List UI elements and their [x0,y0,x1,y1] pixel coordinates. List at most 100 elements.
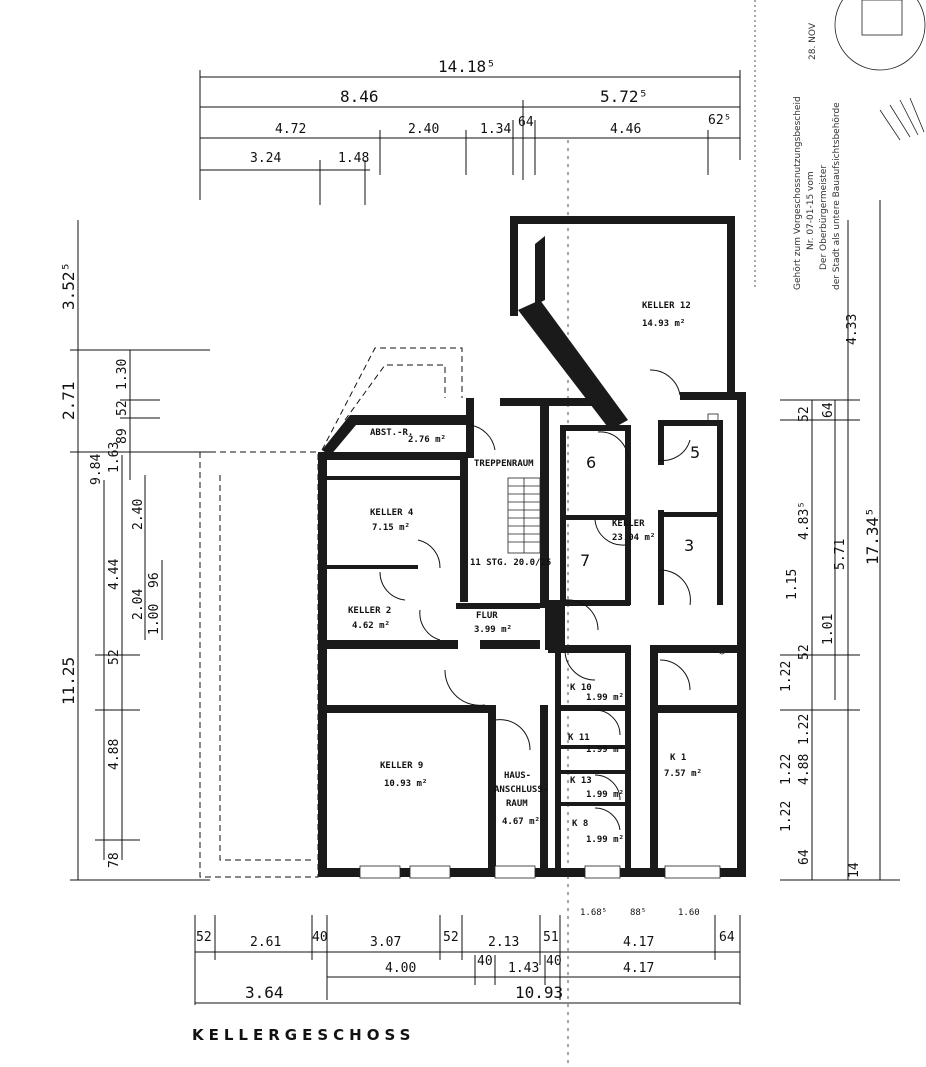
room-flur-area: 3.99 m² [474,625,512,635]
stamp-line-1: Gehört zum Vorgeschossnutzungsbescheid [793,96,803,290]
dim-17-34: 17.34⁵ [863,507,882,565]
dim-1-22d: 1.22 [779,801,794,832]
dim-8-46: 8.46 [340,87,379,106]
dim-4-88: 4.88 [107,739,122,770]
dim-b40c: 40 [546,954,562,969]
room-k11-area: 1.99 m² [586,745,624,755]
dim-89: 89 [115,428,130,444]
dim-14: 14 [847,862,862,878]
dim-3-64: 3.64 [245,983,284,1002]
dim-total-width: 14.18⁵ [438,57,496,76]
plan-title: KELLERGESCHOSS [192,1026,415,1044]
dim-5-72: 5.72⁵ [600,87,648,106]
dim-5-71: 5.71 [833,539,848,570]
stamp-line-4: der Stadt als untere Bauaufsichtsbehörde [832,102,842,290]
dim-4-17a: 4.17 [623,935,654,950]
room-keller2-name: KELLER 2 [348,606,391,616]
dim-4-44: 4.44 [107,559,122,590]
dim-10-93: 10.93 [515,983,563,1002]
dim-1-68: 1.68⁵ [580,908,607,918]
left-dimensions: 3.52⁵ 2.71 11.25 1.30 52 89 9.84 1.63 4.… [59,220,210,881]
door-swings [379,369,726,831]
dim-3-24: 3.24 [250,151,281,166]
dim-2-40-left: 2.40 [131,499,146,530]
dim-1-63: 1.63 [107,442,122,473]
room-k8-area: 1.99 m² [586,835,624,845]
dim-2-04: 2.04 [131,589,146,620]
room-keller9-name: KELLER 9 [380,761,423,771]
bottom-dimensions: 52 2.61 40 3.07 52 2.13 51 4.17 64 1.68⁵… [194,908,741,1005]
building-walls [318,216,746,879]
room-abst-name: ABST.-R. [370,428,413,438]
dim-1-00: 1.00 [147,604,162,635]
dim-3-07: 3.07 [370,935,401,950]
room-keller-mid-area: 23.04 m² [612,533,655,543]
room-k13-area: 1.99 m² [586,790,624,800]
dim-62: 62⁵ [708,113,731,128]
stamp-line-3: Der Oberbürgermeister [819,165,829,270]
room-k1-name: K 1 [670,753,686,763]
room-keller9-area: 10.93 m² [384,779,427,789]
room-keller2-area: 4.62 m² [352,621,390,631]
room-labels: KELLER 12 14.93 m² ABST.-R. 2.76 m² TREP… [348,301,702,845]
dim-64: 64 [518,115,534,130]
dim-1-30: 1.30 [115,359,130,390]
dim-4-72: 4.72 [275,122,306,137]
dim-1-22c: 1.22 [779,754,794,785]
dim-4-46: 4.46 [610,122,641,137]
dim-b52: 52 [196,930,212,945]
dim-2-71: 2.71 [59,381,78,420]
dim-11-25: 11.25 [59,657,78,705]
room-k10-area: 1.99 m² [586,693,624,703]
room-haus-line3: RAUM [506,799,528,809]
room-keller-mid-name: KELLER [612,519,645,529]
dim-2-13: 2.13 [488,935,519,950]
dim-2-61: 2.61 [250,935,281,950]
dim-2-40: 2.40 [408,122,439,137]
approval-stamp: Gehört zum Vorgeschossnutzungsbescheid N… [754,0,926,290]
dashed-annex [199,347,463,878]
dim-52b: 52 [107,649,122,665]
hand-number-6: 6 [586,453,596,472]
dim-1-43: 1.43 [508,961,539,976]
room-keller12-name: KELLER 12 [642,301,691,311]
dim-b40: 40 [312,930,328,945]
room-haus-area: 4.67 m² [502,817,540,827]
dim-3-52: 3.52⁵ [59,262,78,310]
hand-number-7: 7 [580,551,590,570]
room-k8-name: K 8 [572,819,588,829]
dim-96: 96 [147,572,162,588]
room-keller12-area: 14.93 m² [642,319,685,329]
dim-4-33: 4.33 [845,314,860,345]
right-dimensions: 4.33 52 64 4.83⁵ 1.15 5.71 17.34⁵ 1.01 5… [779,200,900,881]
staircase [507,477,541,554]
dim-r52b: 52 [797,644,812,660]
room-k10-name: K 10 [570,683,592,693]
room-k11-name: K 11 [568,733,590,743]
dim-1-15: 1.15 [785,569,800,600]
dim-1-34: 1.34 [480,122,511,137]
room-keller4-area: 7.15 m² [372,523,410,533]
dim-4-88-right: 4.88 [797,754,812,785]
dim-1-22a: 1.22 [779,661,794,692]
dim-1-01: 1.01 [821,614,836,645]
hand-number-3: 3 [684,536,694,555]
room-k13-name: K 13 [570,776,592,786]
dim-r52: 52 [797,406,812,422]
dim-4-17b: 4.17 [623,961,654,976]
dim-51: 51 [543,930,559,945]
dim-b40b: 40 [477,954,493,969]
room-treppenraum-name: TREPPENRAUM [474,459,534,469]
top-dimensions: 14.18⁵ 8.46 5.72⁵ 4.72 2.40 1.34 64 4.46… [199,57,741,205]
dim-52: 52 [115,400,130,416]
dim-78: 78 [107,852,122,868]
dim-1-22b: 1.22 [797,714,812,745]
room-flur-name: FLUR [476,611,498,621]
dim-b52b: 52 [443,930,459,945]
stamp-line-2: Nr. 07-01-15 vom [806,171,816,250]
seal-emblem-icon [861,0,903,36]
dim-1-48: 1.48 [338,151,369,166]
dim-1-60: 1.60 [678,908,700,918]
room-keller4-name: KELLER 4 [370,508,414,518]
